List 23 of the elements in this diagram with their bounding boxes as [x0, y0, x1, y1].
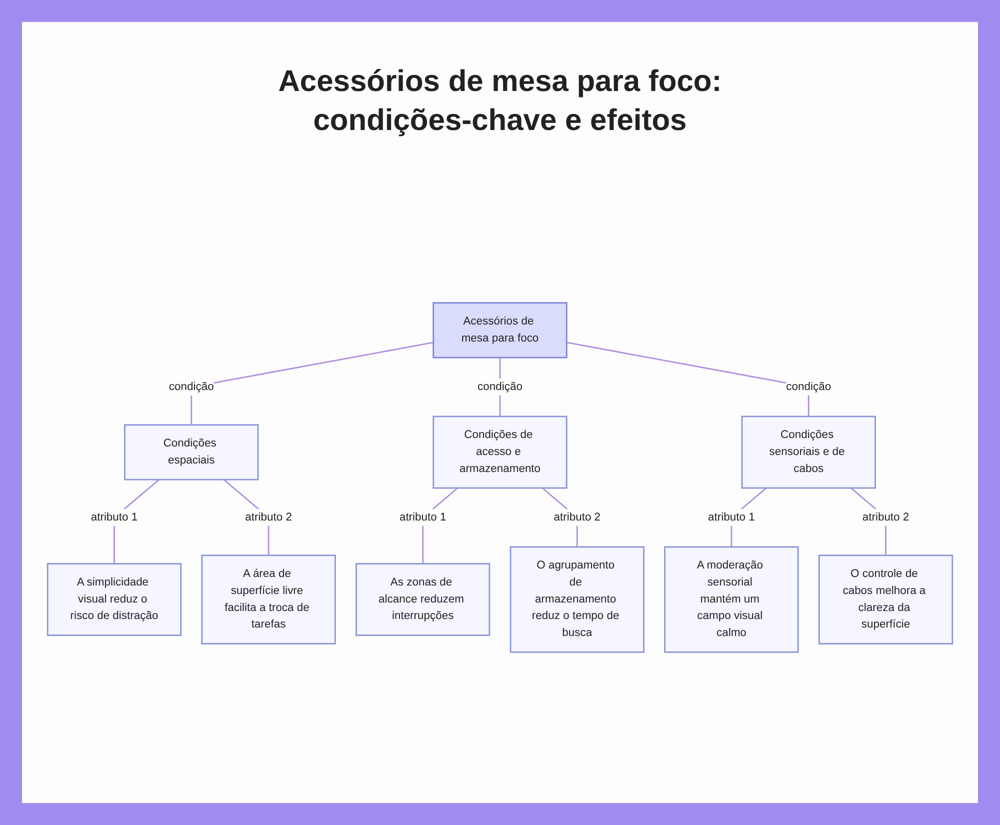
- edge-label: condição: [786, 380, 832, 393]
- connector: [566, 342, 810, 416]
- card-background: Acessórios de mesa para foco: condições-chave e efeitos condição condição condição atributo 1 atributo 2 atributo 1 atributo 2 atributo 1 atributo 2 Acessórios de mesa para foco Condições espaciais Condições de acesso e armazenamento Condições sensoriais e de cabos A simplicidade visual reduz o risco de distração A área de superfície livre facilita a troca de tarefas As zonas de alcance reduzem interrupções O agrupamento de armazenamento reduz o tempo de busca A moderação sensorial mantém um campo visual calmo O controle de cabos melhora a clareza da superfície: [22, 22, 978, 803]
- edge-label: atributo 2: [862, 511, 910, 524]
- node-box: [664, 546, 799, 653]
- node-box: [432, 416, 568, 489]
- node-box: [46, 563, 182, 636]
- diagram-title: Acessórios de mesa para foco: condições-chave e efeitos: [277, 64, 723, 139]
- edge-label: atributo 1: [90, 511, 138, 524]
- edge-label: atributo 1: [399, 511, 446, 524]
- edge-label: atributo 2: [245, 511, 292, 524]
- edge-label: atributo 2: [554, 511, 601, 524]
- connector: [190, 342, 434, 425]
- node-box: [201, 554, 336, 644]
- node-box: [432, 302, 568, 358]
- edge-label: condição: [478, 380, 522, 393]
- node-box: [818, 554, 954, 644]
- edge-label: condição: [168, 380, 214, 393]
- node-box: [510, 546, 644, 653]
- node-box: [124, 424, 259, 480]
- edge-label: atributo 1: [708, 511, 755, 524]
- node-box: [741, 416, 876, 489]
- node-box: [356, 563, 490, 636]
